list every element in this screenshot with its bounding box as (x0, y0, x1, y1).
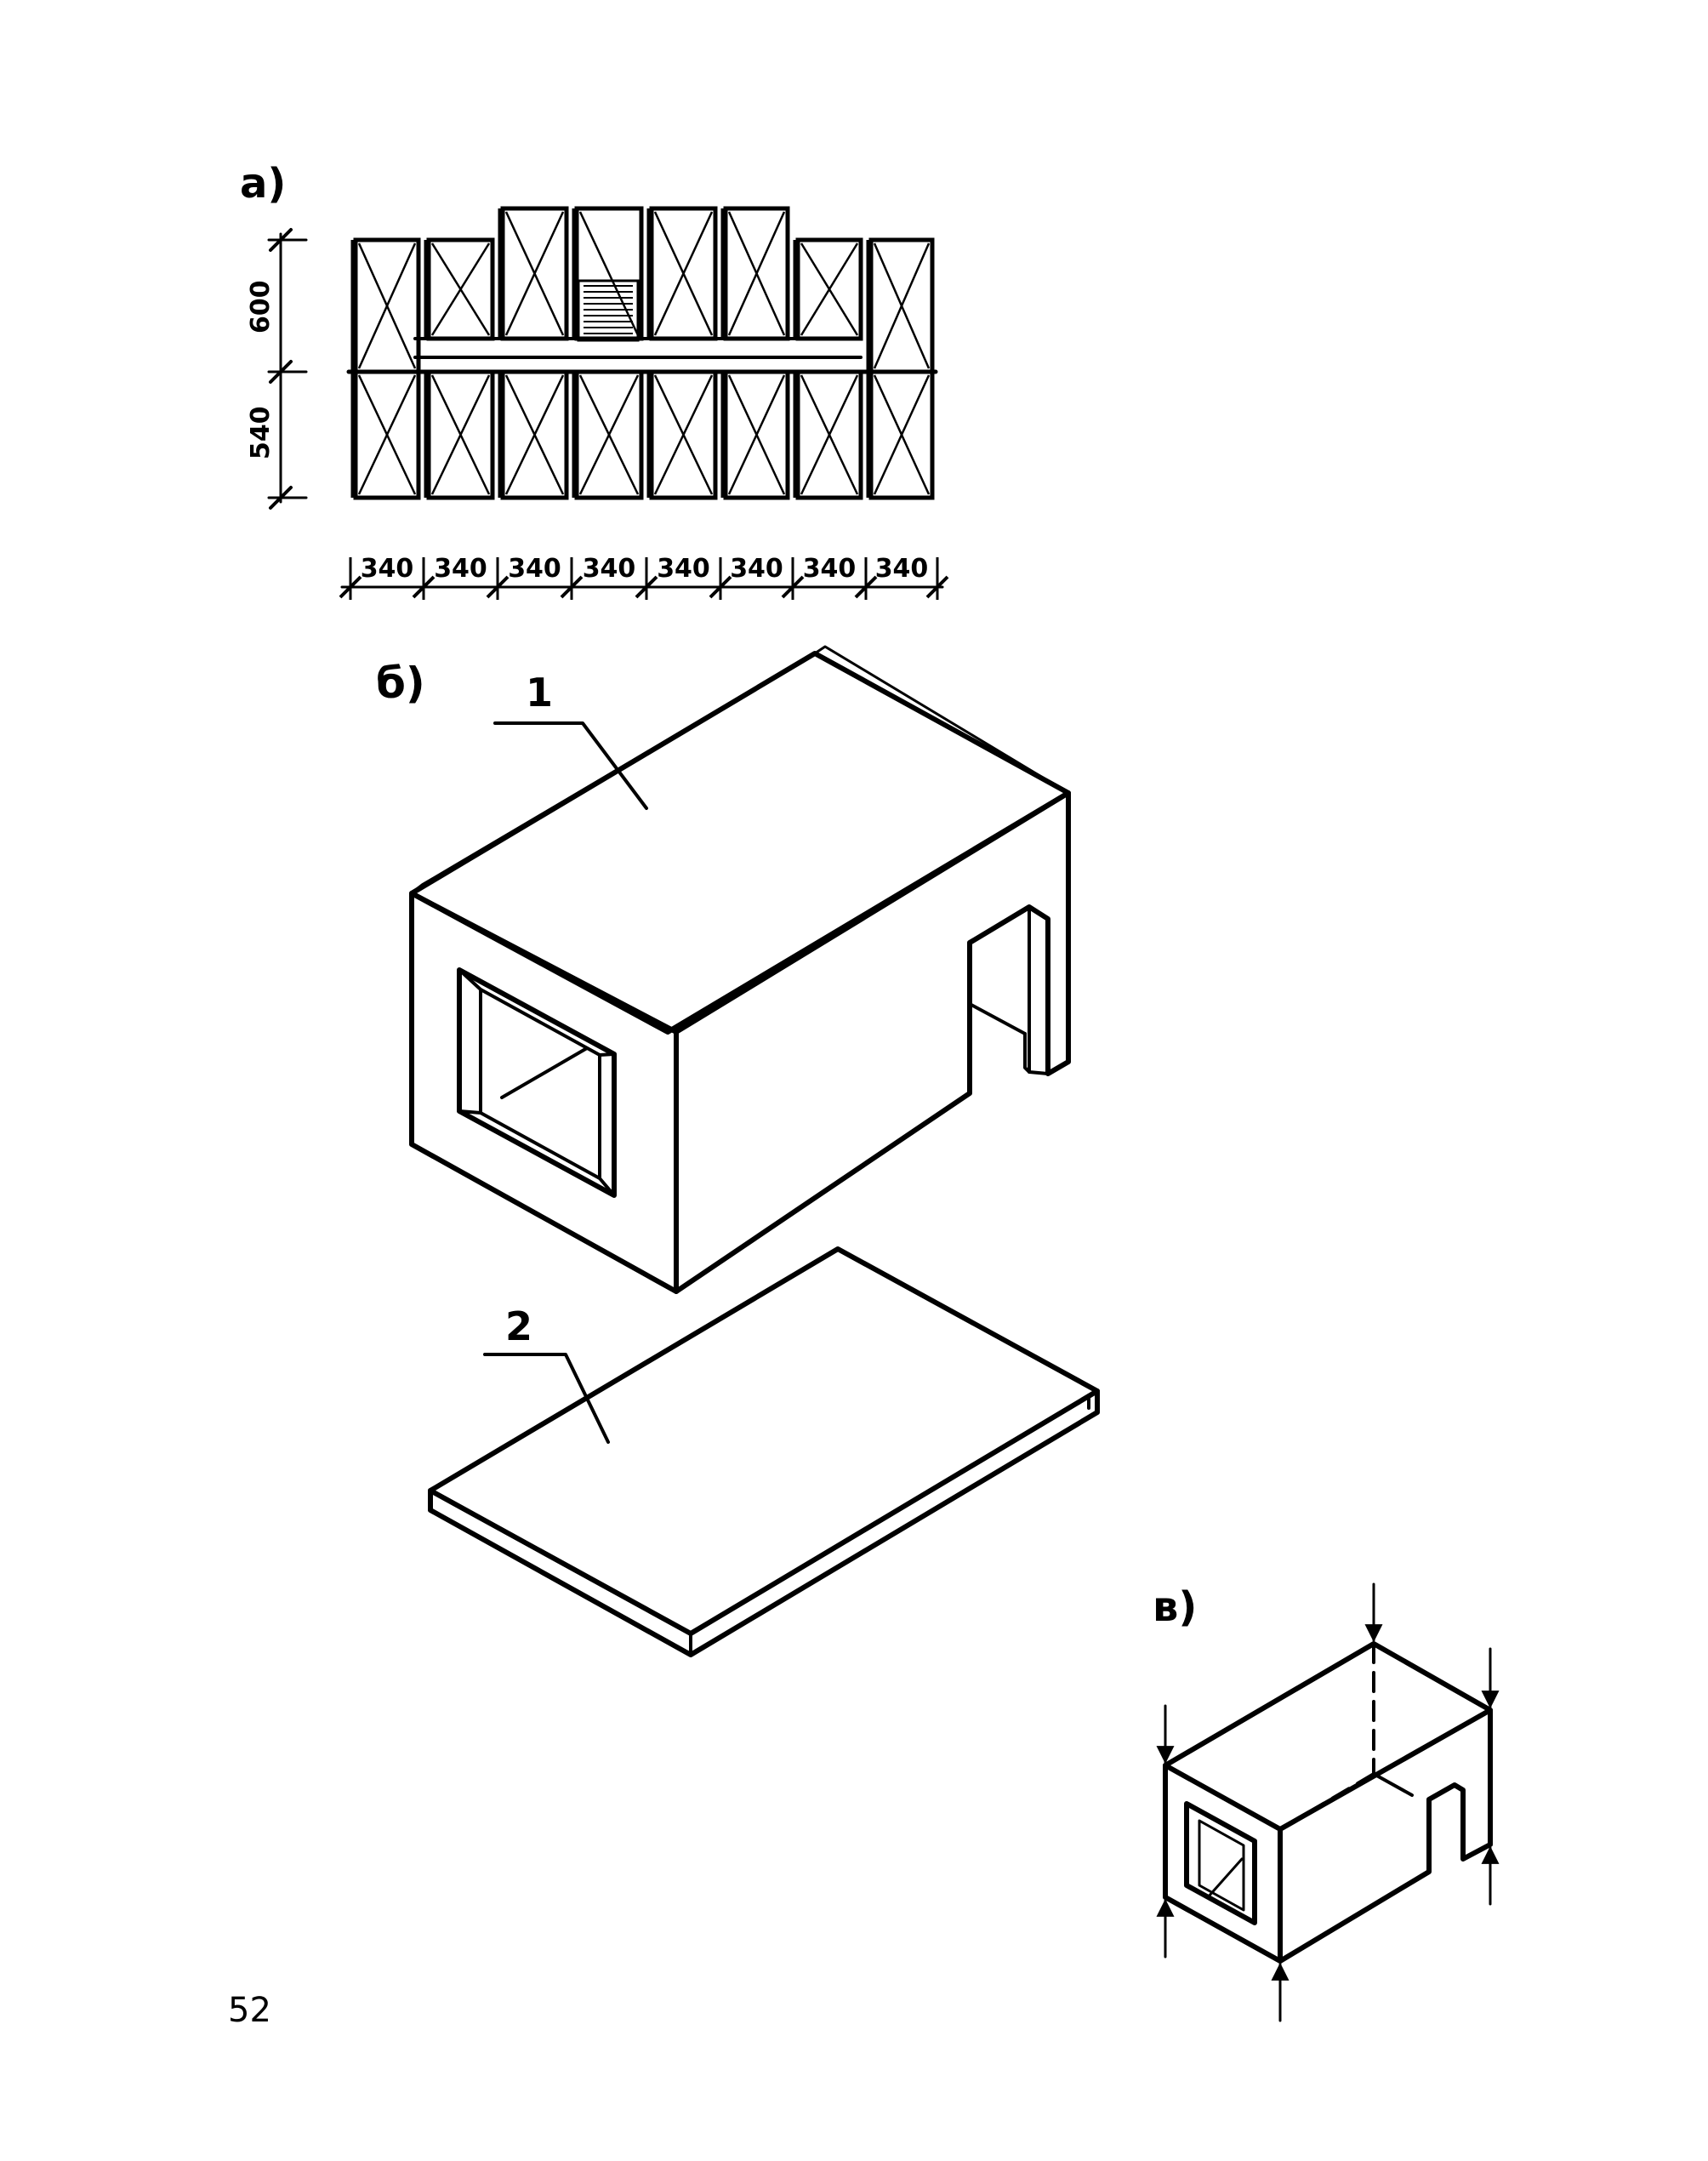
room-module-11 (498, 369, 569, 500)
room-module-4 (572, 206, 644, 341)
load-arrows (1156, 1582, 1500, 2022)
dimension-340-3: 340 (508, 554, 561, 584)
dimension-540: 540 (246, 406, 276, 459)
small-block-module (1163, 1641, 1493, 1964)
dimension-600: 600 (246, 280, 276, 334)
callout-1-number: 1 (526, 670, 553, 716)
callout-2-number: 2 (505, 1303, 532, 1349)
room-module-5 (646, 206, 718, 341)
dimension-340-5: 340 (657, 554, 710, 584)
room-module-13 (646, 369, 718, 500)
room-module-1 (350, 237, 421, 374)
floor-slab (428, 1246, 1100, 1657)
page-number: 52 (228, 1991, 271, 2030)
plan-room-modules (350, 206, 935, 500)
room-module-12 (572, 369, 644, 500)
dimension-340-2: 340 (434, 554, 487, 584)
dimension-340-8: 340 (875, 554, 929, 584)
dimension-340-4: 340 (583, 554, 636, 584)
room-module-10 (424, 369, 495, 500)
dimension-340-6: 340 (730, 554, 783, 584)
plan-corridor (346, 337, 938, 374)
room-module-6 (720, 206, 790, 341)
figure-a-plan: a) 600 540 340 340 340 340 (240, 160, 949, 600)
room-module-2 (424, 237, 495, 341)
callout-2: 2 (483, 1303, 610, 1444)
dimension-340-1: 340 (361, 554, 414, 584)
figure-b-isometric: б) 1 (376, 645, 1100, 1657)
volumetric-block-module (409, 645, 1071, 1294)
room-module-15 (793, 369, 863, 500)
room-module-16 (866, 369, 935, 500)
room-module-8 (866, 237, 935, 374)
figure-c-load-scheme: в) (1153, 1582, 1500, 2022)
room-module-14 (720, 369, 790, 500)
figure-c-label: в) (1153, 1583, 1197, 1631)
callout-1: 1 (493, 670, 648, 810)
room-module-3 (498, 206, 569, 341)
room-module-9 (350, 369, 421, 500)
vertical-dimension-chain: 600 540 (246, 228, 308, 510)
dimension-340-7: 340 (803, 554, 857, 584)
figure-b-label: б) (376, 659, 425, 708)
figure-a-label: a) (240, 160, 286, 208)
room-module-7 (793, 237, 863, 341)
staircase-icon (577, 279, 640, 342)
horizontal-dimension-chain: 340 340 340 340 340 340 340 340 (339, 554, 949, 600)
